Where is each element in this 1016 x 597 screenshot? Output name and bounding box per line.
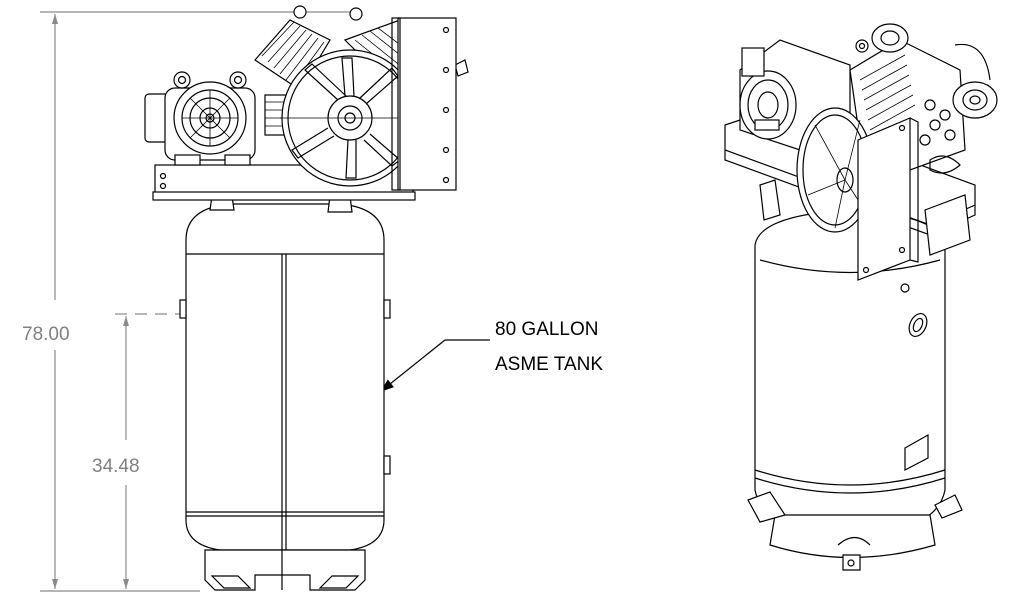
isometric-view-compressor [724, 23, 998, 571]
front-tank-skirt [204, 549, 366, 591]
lifting-eye-right [229, 71, 247, 89]
iso-foot-front [842, 554, 861, 571]
callout-leader [379, 339, 446, 393]
iso-foot-left [747, 491, 786, 523]
iso-motor [739, 39, 869, 151]
front-tank-body [185, 203, 385, 551]
flywheel-spokes [291, 57, 401, 179]
belt-guard-panel [397, 17, 457, 191]
overall-height-dimension: 78.00 [22, 11, 360, 592]
tank-callout: 80 GALLON ASME TANK [379, 319, 603, 393]
iso-pump-head-bolts [919, 99, 956, 146]
front-belt-guard [391, 17, 457, 191]
front-tank-fitting-right [383, 299, 391, 319]
inlet-height-label: 34.48 [92, 456, 140, 477]
front-foot-right [318, 575, 360, 589]
front-tank-fitting-left [179, 299, 187, 319]
iso-bracket-right [924, 194, 971, 256]
overall-height-label: 78.00 [22, 324, 70, 345]
front-motor [144, 71, 256, 166]
front-foot-left [210, 575, 252, 589]
iso-foot-right [934, 494, 963, 519]
callout-line-2: ASME TANK [495, 354, 603, 375]
pump-cylinder-left [254, 19, 331, 91]
iso-pump-filter-right [952, 81, 998, 119]
iso-tank-label-plate [904, 433, 929, 471]
iso-tank-skirt [769, 514, 936, 559]
iso-tank-upper-seam [759, 259, 941, 274]
iso-belt-guard [857, 117, 919, 281]
front-view-compressor [144, 5, 469, 591]
iso-pump-filter-left [871, 23, 909, 53]
iso-leg-left [759, 179, 781, 221]
iso-belt-guard-panel [857, 117, 911, 281]
lifting-eye-left [173, 71, 191, 89]
iso-motor-shaft [754, 119, 780, 131]
iso-pump-tube [954, 43, 991, 81]
callout-line-1: 80 GALLON [495, 319, 599, 340]
iso-tank-lower-seam [754, 469, 946, 486]
